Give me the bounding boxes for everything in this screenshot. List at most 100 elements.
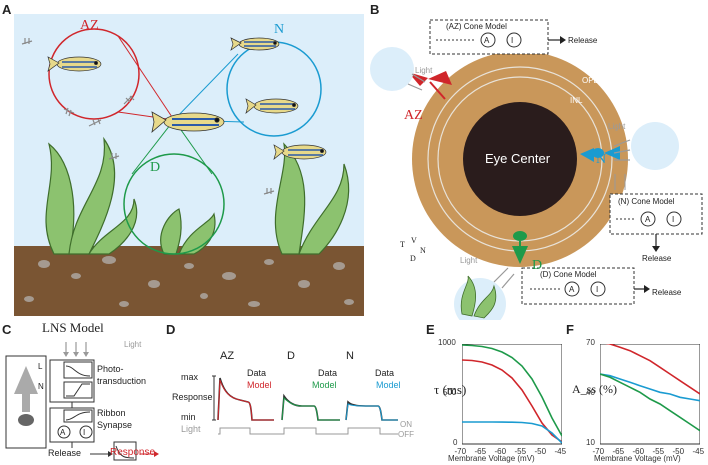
ass-xtick-label: -65 [612, 447, 625, 456]
d-node-a: A [569, 285, 575, 294]
trace-d-data-line [281, 393, 340, 421]
d-light-label: Light [460, 256, 478, 265]
lns-release-label: Release [48, 448, 82, 458]
n-release-label: Release [642, 254, 672, 263]
tau-xlabel: Membrane Voltage (mV) [448, 454, 535, 463]
trace-n-data-line [345, 400, 398, 421]
trace-az-title: AZ [220, 350, 235, 362]
eye-center-label: Eye Center [485, 151, 551, 166]
photo-label: Photo- [97, 364, 124, 374]
d-node-i: I [596, 285, 599, 294]
n-model-title: (N) Cone Model [618, 197, 675, 206]
inl-label: INL [570, 96, 583, 105]
zebrafish-az [47, 56, 102, 72]
panel-label-c: C [2, 322, 12, 337]
zebrafish-right [273, 144, 327, 160]
tau-xtick-label: -45 [554, 447, 567, 456]
response-traces [212, 375, 398, 435]
on-label: ON [400, 420, 412, 429]
trace-d-title: D [287, 350, 295, 362]
tau-xtick-label: -60 [494, 447, 507, 456]
d-model-title: (D) Cone Model [540, 270, 597, 279]
trace-d-model-line [281, 396, 340, 421]
tau-ytick-label: 0 [453, 438, 458, 447]
aquatic-plants [45, 136, 350, 255]
tau-axes-frame [462, 344, 562, 445]
panel-label-a: A [2, 2, 12, 17]
n-node-a: A [645, 215, 651, 224]
n-view-bubble [631, 122, 679, 170]
ass-xtick-label: -55 [652, 447, 665, 456]
az-zone-circle [48, 28, 140, 120]
panel-label-f: F [566, 322, 574, 337]
response-min-label: min [181, 412, 196, 422]
tau-xtick-label: -70 [454, 447, 467, 456]
lns-n-label: N [38, 382, 44, 391]
habitat-illustration [14, 14, 364, 316]
lns-model-diagram [5, 342, 159, 461]
ass-series-line-2 [600, 373, 700, 432]
trace-n-model: Model [376, 380, 401, 390]
az-model-title: (AZ) Cone Model [446, 22, 507, 31]
n-light-label: Light [608, 122, 626, 131]
tau-ytick-label: 1000 [438, 338, 456, 347]
light-stimulus-label: Light [181, 424, 201, 434]
tau-xtick-label: -65 [474, 447, 487, 456]
az-release-label: Release [568, 36, 598, 45]
opl-label: OPL [582, 76, 599, 85]
synapse-label: Synapse [97, 420, 133, 430]
trace-az-data-line [217, 377, 274, 421]
lns-model-title: LNS Model [42, 320, 104, 335]
light-arrows [407, 73, 631, 289]
soil-layer [14, 246, 364, 316]
d-release-label: Release [652, 288, 682, 297]
az-zone-label: AZ [80, 18, 99, 33]
compass-n: N [420, 246, 426, 255]
az-model-box [429, 19, 549, 55]
ass-xtick-label: -50 [672, 447, 685, 456]
compass-d: D [410, 254, 416, 263]
n-model-box [609, 193, 703, 235]
az-view-bubble [370, 47, 414, 91]
az-node-i: I [511, 36, 514, 45]
off-label: OFF [398, 430, 414, 439]
ass-axes-frame [600, 344, 700, 445]
trace-n-title: N [346, 350, 354, 362]
tau-xtick-label: -50 [534, 447, 547, 456]
ass-xtick-label: -45 [692, 447, 705, 456]
d-zone-label: D [150, 160, 161, 175]
az-light-label: Light [415, 66, 433, 75]
lns-node-i: I [83, 428, 86, 437]
cone-outer-segment [14, 366, 38, 394]
trace-az-model-line [217, 379, 274, 421]
panel-label-d: D [166, 322, 176, 337]
n-node-i: I [672, 215, 675, 224]
lns-l-label: L [38, 362, 43, 371]
eye-center-disk [463, 102, 577, 216]
d-cone-label: D [532, 258, 543, 273]
ass-xlabel: Membrane Voltage (mV) [594, 454, 681, 463]
lns-response-label: Response [110, 447, 156, 458]
tau-series-line-1 [462, 359, 562, 443]
zebrafish-main [151, 111, 225, 134]
tau-xtick-label: -55 [514, 447, 527, 456]
ass-ytick-label: 70 [586, 338, 595, 347]
tau-ytick-label: 500 [443, 388, 457, 397]
n-zone-label: N [274, 22, 285, 37]
trace-az-model: Model [247, 380, 272, 390]
trace-n-model-line [345, 403, 398, 421]
transduction-label: transduction [97, 376, 147, 386]
panel-label-e: E [426, 322, 435, 337]
eye-diagram [370, 19, 703, 320]
zebrafish-n1 [230, 37, 280, 51]
trace-n-data: Data [375, 368, 395, 378]
tau-series-line-2 [462, 421, 562, 444]
light-stimulus-trace [218, 427, 398, 435]
trace-az-data: Data [247, 368, 267, 378]
response-max-label: max [181, 372, 199, 382]
ass-series-line-1 [600, 373, 700, 402]
tau-chart [462, 344, 562, 445]
ass-xtick-label: -60 [632, 447, 645, 456]
trace-d-data: Data [318, 368, 338, 378]
az-cone-label: AZ [404, 108, 423, 123]
